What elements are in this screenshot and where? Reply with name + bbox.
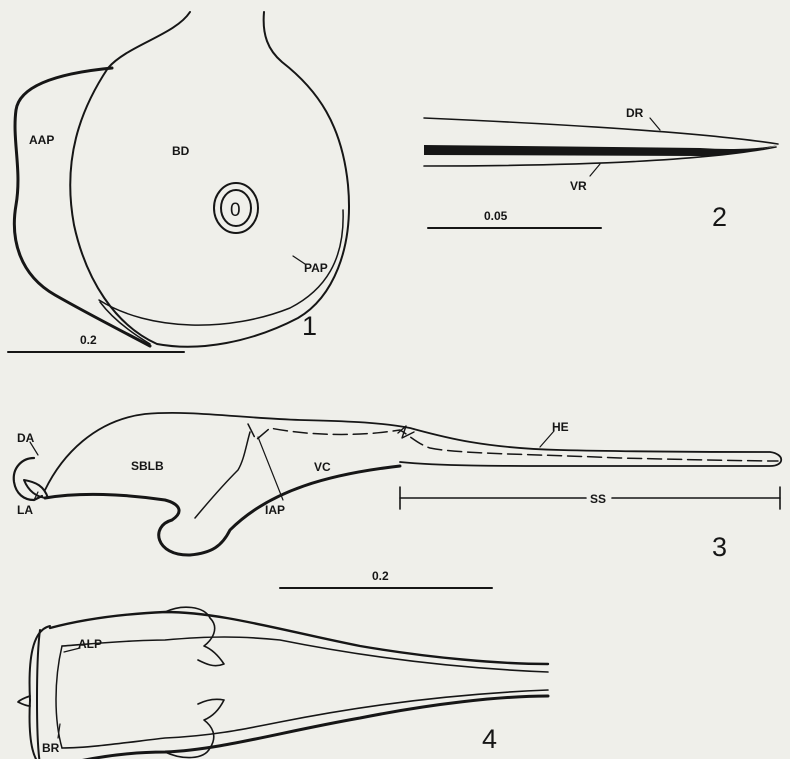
- figure-1-drawing: [8, 12, 349, 352]
- figure-4-drawing: [18, 607, 548, 759]
- label-ss: SS: [590, 492, 606, 506]
- dorsal-ramus: [424, 118, 778, 144]
- label-vr: VR: [570, 179, 587, 193]
- vr-leader: [590, 164, 600, 176]
- label-iap: IAP: [265, 503, 285, 517]
- figure-1-labels: AAP BD 0 PAP 0.2 1: [29, 133, 328, 347]
- label-alp: ALP: [78, 637, 102, 651]
- fig3-scale-label: 0.2: [372, 569, 389, 583]
- lower-arm-inner: [62, 690, 548, 748]
- figure-3-drawing: [14, 413, 782, 588]
- figure-number-4: 4: [482, 724, 497, 754]
- figure-3-labels: DA LA SBLB IAP VC HE SS 0.2 3: [17, 420, 727, 583]
- figure-number-2: 2: [712, 202, 727, 232]
- aap-outline: [14, 68, 150, 346]
- iap-leader: [258, 437, 283, 500]
- hyaline-edge: [248, 424, 778, 461]
- figure-number-3: 3: [712, 532, 727, 562]
- label-da: DA: [17, 431, 35, 445]
- upper-arm-outer: [50, 612, 548, 664]
- upper-outline: [45, 413, 781, 490]
- fig2-scale-label: 0.05: [484, 209, 508, 223]
- figure-2-labels: DR VR 0.05 2: [484, 106, 727, 232]
- label-aap: AAP: [29, 133, 54, 147]
- label-dr: DR: [626, 106, 644, 120]
- anterior-bracket: [30, 626, 50, 759]
- label-bd: BD: [172, 144, 190, 158]
- dr-leader: [650, 118, 660, 130]
- figure-number-1: 1: [302, 311, 317, 341]
- label-opening: 0: [230, 200, 241, 221]
- label-pap: PAP: [304, 261, 328, 275]
- anterior-bracket-inner: [37, 630, 40, 759]
- internal-apodeme: [195, 432, 250, 518]
- label-sblb: SBLB: [131, 459, 164, 473]
- fig1-scale-label: 0.2: [80, 333, 97, 347]
- lower-arm-outer: [50, 696, 548, 759]
- anterior-notch: [18, 696, 30, 706]
- label-la: LA: [17, 503, 33, 517]
- label-vc: VC: [314, 460, 331, 474]
- lower-outline: [45, 466, 400, 555]
- label-br: BR: [42, 741, 60, 755]
- upper-arm-inner: [62, 637, 548, 672]
- label-he: HE: [552, 420, 569, 434]
